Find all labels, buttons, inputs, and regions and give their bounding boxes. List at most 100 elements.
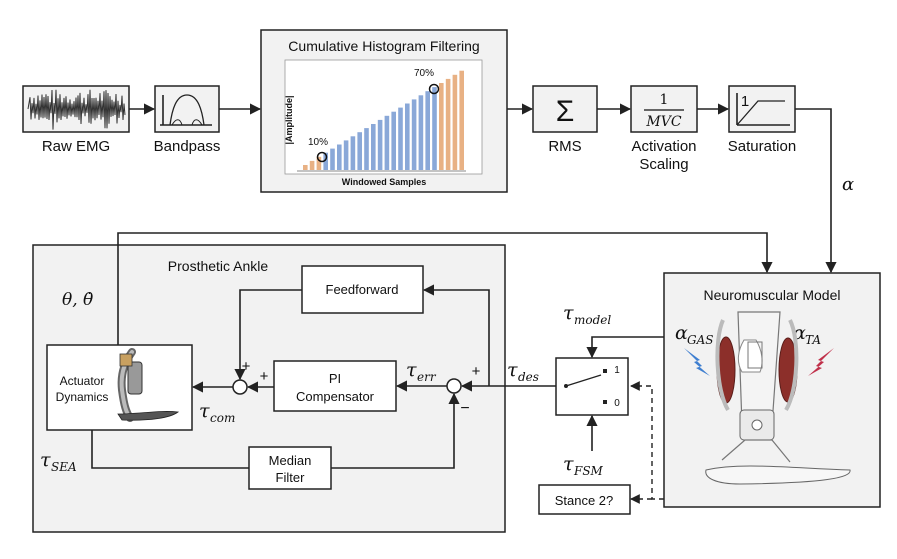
tau-model-subscript: model — [574, 313, 611, 327]
histogram-bar — [309, 160, 315, 170]
saturation-axes-icon — [736, 93, 790, 126]
histogram-filter-block: Cumulative Histogram Filtering |Amplitud… — [260, 29, 508, 193]
wire-sea-median — [91, 430, 249, 469]
histogram-bar — [391, 111, 396, 170]
tau-err-symbol: τ — [406, 359, 417, 381]
histogram-xlabel: Windowed Samples — [342, 177, 426, 187]
prosthetic-ankle-title: Prosthetic Ankle — [168, 258, 269, 274]
torque-switch-block: 1 0 — [555, 357, 629, 416]
histogram-ylabel: |Amplitude| — [284, 95, 294, 144]
plus-sign-pi: + — [260, 368, 269, 385]
histogram-bar — [439, 83, 444, 170]
dashed-model-switch — [630, 381, 664, 500]
alpha-gas-subscript: GAS — [687, 333, 713, 347]
histogram-bar — [411, 99, 417, 170]
tau-sea-subscript: SEA — [51, 460, 77, 474]
histogram-bar — [330, 148, 335, 170]
histogram-bar — [418, 95, 424, 170]
median-filter-block: Median Filter — [248, 446, 332, 490]
tau-sea-symbol: τ — [40, 449, 51, 471]
percentile-10-label: 10% — [308, 137, 328, 148]
histogram-bar — [343, 140, 349, 170]
percentile-10-marker — [316, 151, 328, 163]
saturation-block: 1 Saturation — [728, 85, 796, 155]
histogram-title: Cumulative Histogram Filtering — [288, 38, 479, 54]
histogram-bar — [337, 144, 342, 170]
histogram-bar — [364, 128, 369, 170]
histogram-bar — [405, 103, 410, 170]
tau-fsm-subscript: FSM — [573, 464, 604, 478]
rms-block: Σ RMS — [532, 85, 598, 155]
activation-label: Activation — [631, 138, 696, 155]
tau-com-subscript: com — [210, 411, 235, 425]
tau-des-subscript: des — [518, 370, 539, 384]
lightning-red-icon — [808, 348, 834, 376]
bandpass-curve-icon — [169, 94, 205, 126]
switch-input-1: 1 — [614, 365, 620, 376]
pi-compensator-block: PI Compensator — [273, 360, 397, 412]
plus-sign-ff: + — [242, 358, 251, 375]
arrow-model-switch — [586, 336, 664, 359]
bandpass-block: Bandpass — [154, 85, 221, 155]
plus-sign-des: + — [472, 363, 481, 380]
tau-des-symbol: τ — [507, 359, 518, 381]
histogram-bar — [303, 165, 308, 170]
histogram-bar — [316, 156, 322, 170]
theta-label: θ, θ̇ — [62, 290, 93, 310]
sum-junction-err — [446, 378, 462, 394]
histogram-bar — [357, 132, 362, 170]
prosthetic-leg-image — [705, 311, 851, 485]
bandpass-label: Bandpass — [154, 138, 221, 155]
actuator-device-image — [117, 348, 180, 422]
tau-fsm-symbol: τ — [563, 453, 574, 475]
saturation-curve-icon — [736, 100, 785, 126]
percentile-70-label: 70% — [414, 68, 434, 79]
tau-model-symbol: τ — [563, 302, 574, 324]
filter-label: Filter — [276, 470, 306, 485]
bandpass-axes-icon — [160, 95, 212, 126]
compensator-label: Compensator — [296, 389, 375, 404]
feedforward-block: Feedforward — [301, 265, 424, 314]
histogram-bar — [398, 107, 403, 170]
sigma-icon: Σ — [556, 95, 575, 128]
histogram-bar — [432, 87, 437, 170]
histogram-bar — [445, 78, 451, 170]
feedforward-label: Feedforward — [326, 282, 399, 297]
neuromuscular-title: Neuromuscular Model — [704, 287, 841, 303]
scaling-numerator: 1 — [660, 92, 669, 108]
neuromuscular-model-panel: Neuromuscular Model α GAS α TA — [663, 272, 881, 508]
stance-label: Stance 2? — [555, 493, 614, 508]
stance-condition-block: Stance 2? — [538, 484, 631, 515]
histogram-bar — [459, 70, 464, 170]
scaling-label: Scaling — [639, 156, 688, 173]
histogram-bar — [323, 152, 328, 170]
arrow-des-feedforward — [422, 284, 490, 386]
arrow-median-err — [331, 392, 460, 469]
histogram-bar — [377, 119, 383, 170]
alpha-ta-subscript: TA — [805, 333, 821, 347]
saturation-one: 1 — [741, 93, 749, 110]
median-label: Median — [269, 453, 312, 468]
arrow-feedforward-sum — [234, 289, 302, 381]
histogram-bar — [384, 115, 390, 170]
raw-emg-block: Raw EMG — [22, 85, 130, 155]
scaling-denominator: MVC — [645, 114, 681, 130]
histogram-bar — [371, 124, 376, 170]
saturation-label: Saturation — [728, 138, 796, 155]
histogram-bars — [303, 70, 464, 170]
sum-junction-com — [232, 379, 248, 395]
arrow-alpha-to-model — [795, 108, 837, 274]
histogram-bar — [452, 74, 458, 170]
percentile-70-marker — [428, 83, 440, 95]
activation-scaling-block: 1 MVC Activation Scaling — [630, 85, 698, 173]
alpha-label: α — [842, 174, 854, 195]
tau-com-symbol: τ — [199, 400, 210, 422]
pi-label: PI — [329, 371, 341, 386]
dynamics-label: Dynamics — [56, 390, 109, 404]
tau-err-subscript: err — [417, 370, 437, 384]
alpha-gas-symbol: α — [675, 322, 688, 344]
actuator-label: Actuator — [60, 374, 105, 388]
emg-signal-icon — [27, 89, 126, 130]
switch-input-0: 0 — [614, 398, 620, 409]
